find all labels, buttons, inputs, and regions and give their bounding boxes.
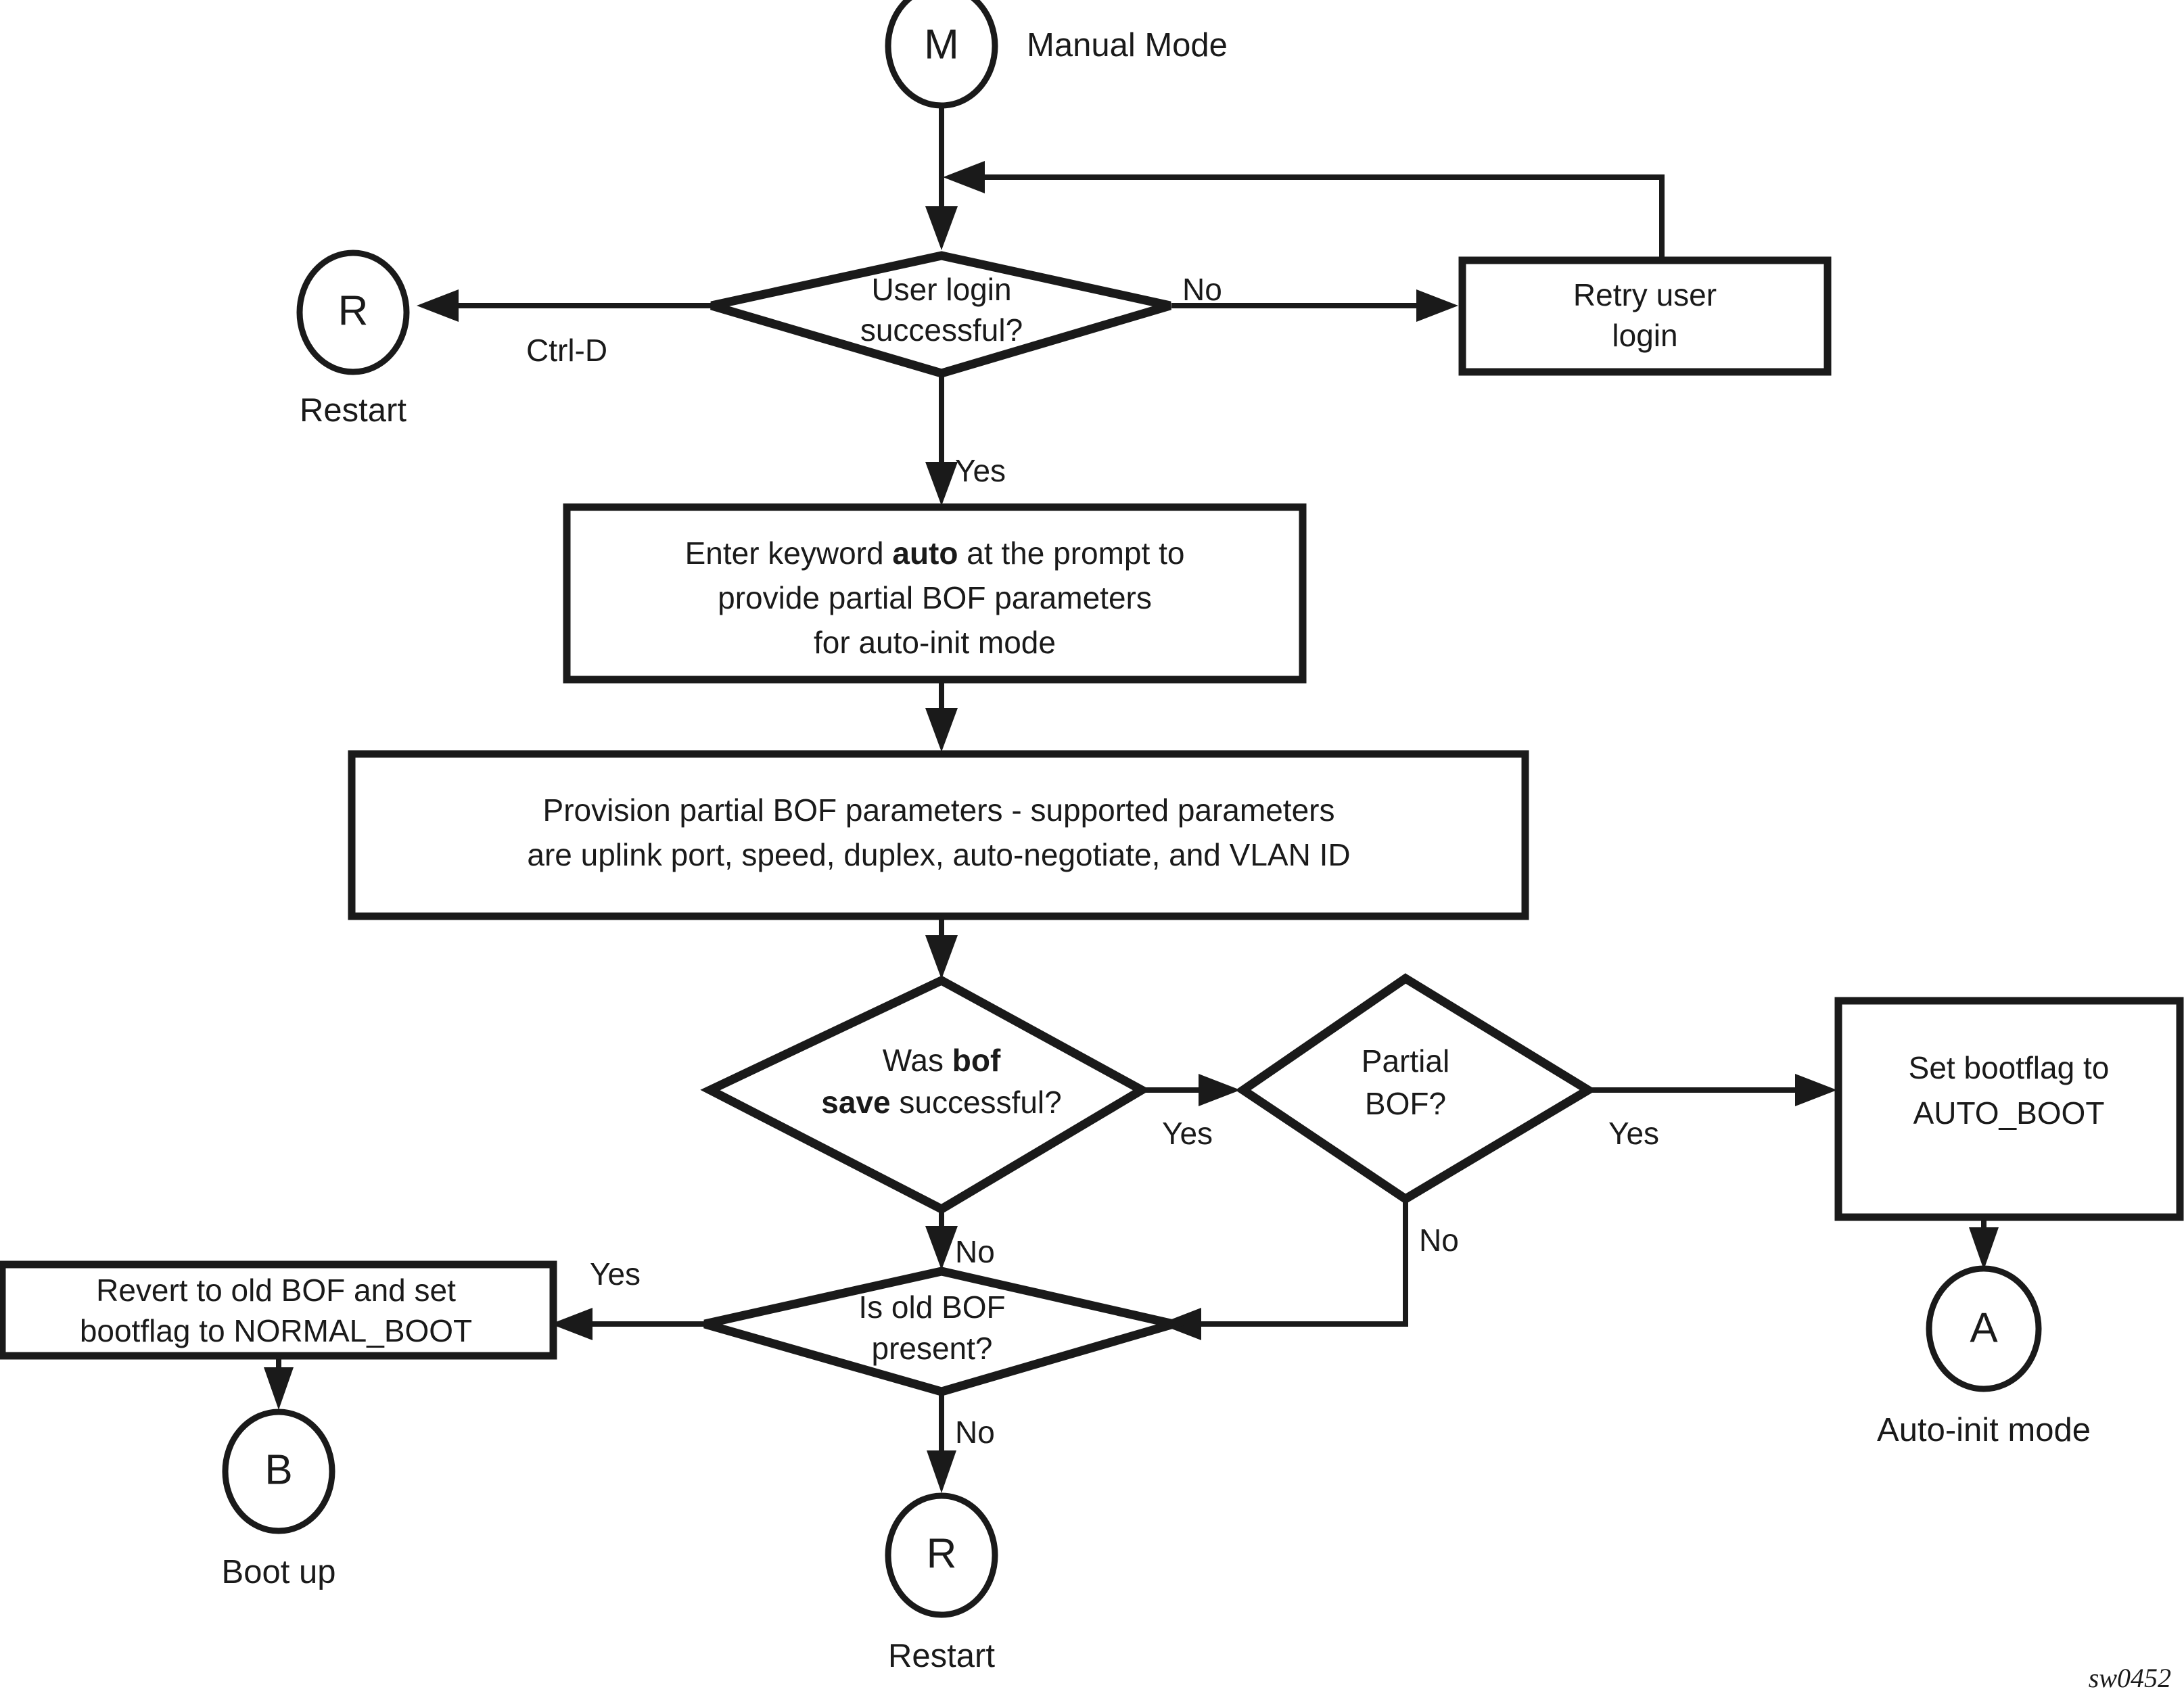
enter-keyword-auto-line1-pre: Enter keyword: [685, 536, 893, 571]
restart-top-caption: Restart: [300, 392, 406, 429]
user-login-decision-line2: successful?: [860, 312, 1023, 348]
bof-save-decision-line1-pre: Was: [883, 1043, 952, 1078]
arrowhead-provision-to-bofsave: [925, 935, 958, 979]
edge-label-login-yes: Yes: [955, 453, 1006, 488]
node-revert-old-bof[interactable]: [0, 1260, 557, 1360]
restart-bottom-caption: Restart: [888, 1638, 995, 1674]
set-bootflag-auto-line2: AUTO_BOOT: [1913, 1095, 2105, 1131]
node-partial-bof-decision[interactable]: [1235, 973, 1597, 1204]
arrowhead-retry-feedback: [943, 161, 985, 193]
auto-init-caption: Auto-init mode: [1877, 1412, 2091, 1448]
manual-mode-caption: Manual Mode: [1027, 27, 1228, 64]
arrowhead-setbootflag-to-autoinit: [1969, 1227, 1999, 1270]
node-retry-user-login[interactable]: [1458, 256, 1832, 376]
edge-label-bofsave-yes: Yes: [1162, 1116, 1213, 1151]
partial-bof-decision-line2: BOF?: [1365, 1086, 1446, 1121]
provision-partial-bof-line2: are uplink port, speed, duplex, auto-neg…: [527, 837, 1350, 872]
bof-save-decision-line2: save successful?: [821, 1085, 1061, 1120]
arrowhead-oldbof-yes: [551, 1308, 593, 1340]
edge-label-oldbof-no: No: [955, 1415, 995, 1450]
arrowhead-manual-to-login: [925, 206, 958, 250]
edge-label-login-ctrl-d: Ctrl-D: [526, 333, 607, 368]
watermark-label: sw0452: [2089, 1663, 2171, 1693]
edge-label-bofsave-no: No: [955, 1234, 995, 1269]
edge-label-layer: No Ctrl-D Yes Yes No Yes No Yes No: [526, 272, 1659, 1450]
enter-keyword-auto-line1: Enter keyword auto at the prompt to: [685, 536, 1185, 571]
retry-user-login-line1: Retry user: [1573, 277, 1717, 312]
arrowhead-login-no: [1416, 289, 1458, 322]
node-bof-save-decision[interactable]: [700, 975, 1151, 1214]
node-auto-init-terminal[interactable]: [1926, 1265, 2042, 1392]
revert-old-bof-line1: Revert to old BOF and set: [96, 1273, 456, 1308]
edge-label-login-no: No: [1182, 272, 1222, 307]
node-restart-top[interactable]: [296, 250, 410, 375]
connector-layer: [264, 81, 1999, 1493]
node-provision-partial-bof[interactable]: [348, 750, 1529, 920]
user-login-decision-line1: User login: [871, 272, 1011, 307]
auto-init-letter: A: [1970, 1304, 1998, 1351]
old-bof-decision-line2: present?: [871, 1331, 992, 1366]
restart-top-letter: R: [338, 287, 369, 334]
boot-up-caption: Boot up: [222, 1554, 336, 1590]
node-enter-keyword-auto[interactable]: [563, 503, 1307, 684]
partial-bof-decision-line1: Partial: [1362, 1043, 1449, 1079]
enter-keyword-auto-line3: for auto-init mode: [814, 625, 1056, 660]
arrowhead-bofsave-yes: [1199, 1074, 1240, 1106]
arrowhead-login-ctrl-d: [417, 289, 459, 322]
bof-save-decision-line1-bold: bof: [952, 1043, 1001, 1078]
edge-partialbof-no: [1177, 1200, 1408, 1327]
restart-bottom-letter: R: [927, 1530, 957, 1577]
arrowhead-bofsave-no: [925, 1226, 958, 1270]
arrowhead-oldbof-no: [927, 1450, 956, 1493]
node-boot-up-terminal[interactable]: [222, 1409, 335, 1534]
edge-retry-feedback: [960, 174, 1665, 260]
boot-up-letter: B: [264, 1446, 292, 1493]
edge-label-partialbof-no: No: [1419, 1223, 1459, 1258]
set-bootflag-auto-line1: Set bootflag to: [1909, 1050, 2110, 1085]
node-manual-mode[interactable]: [885, 0, 998, 109]
node-set-bootflag-auto[interactable]: [1834, 997, 2184, 1221]
arrowhead-login-yes: [925, 462, 958, 506]
arrowhead-auto-to-provision: [925, 708, 958, 752]
manual-mode-letter: M: [924, 21, 959, 68]
revert-old-bof-line2: bootflag to NORMAL_BOOT: [80, 1313, 472, 1348]
enter-keyword-auto-line2: provide partial BOF parameters: [718, 580, 1152, 615]
edge-label-oldbof-yes: Yes: [590, 1256, 641, 1292]
bof-save-decision-line2-post: successful?: [891, 1085, 1062, 1120]
node-old-bof-decision[interactable]: [703, 1267, 1191, 1396]
old-bof-decision-line1: Is old BOF: [858, 1290, 1005, 1325]
bof-save-decision-line2-bold: save: [821, 1085, 890, 1120]
retry-user-login-line2: login: [1612, 318, 1677, 353]
arrowhead-revert-to-bootup: [264, 1367, 294, 1410]
edge-label-partialbof-yes: Yes: [1608, 1116, 1659, 1151]
node-user-login-decision[interactable]: [710, 251, 1171, 378]
enter-keyword-auto-line1-bold: auto: [892, 536, 958, 571]
arrowhead-partialbof-yes: [1795, 1074, 1837, 1106]
provision-partial-bof-line1: Provision partial BOF parameters - suppo…: [543, 793, 1335, 828]
node-restart-bottom[interactable]: [885, 1492, 998, 1618]
bof-save-decision-line1: Was bof: [883, 1043, 1001, 1078]
enter-keyword-auto-line1-post: at the prompt to: [958, 536, 1184, 571]
